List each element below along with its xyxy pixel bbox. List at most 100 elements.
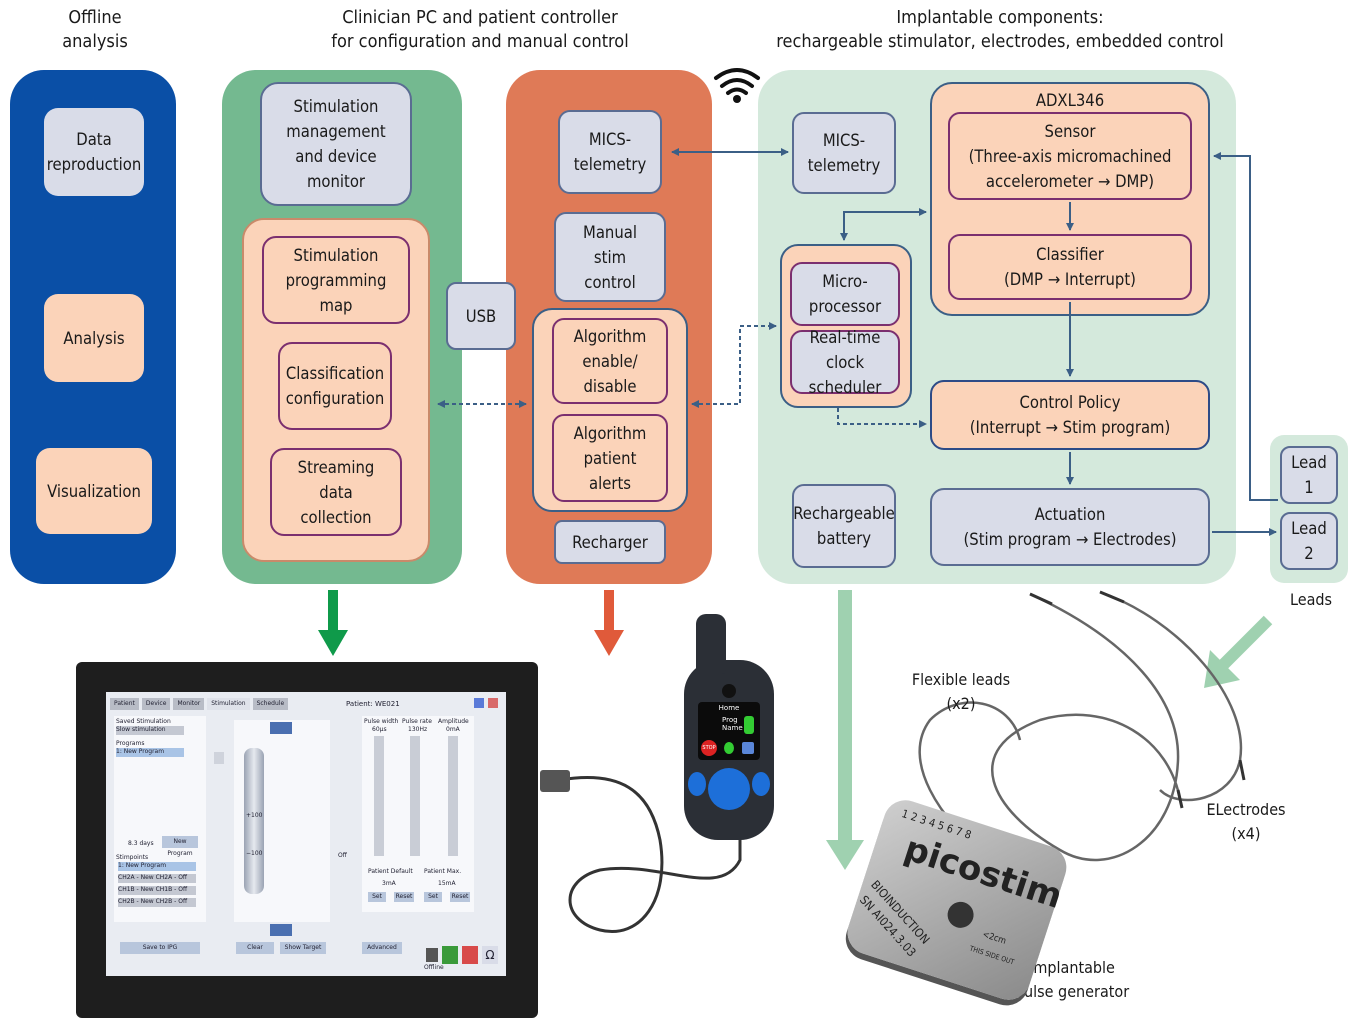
patient-controller: Home Prog Name STOP [684, 614, 774, 840]
ui-omega-icon[interactable]: Ω [482, 946, 498, 964]
box-line: ADXL346 [1035, 91, 1105, 110]
ui-reset-default-button[interactable]: Reset [394, 892, 414, 902]
ui-patient-default-label: Patient Default [368, 868, 413, 875]
ui-maximize-button[interactable] [474, 698, 484, 708]
ui-amplitude-label: Amplitude [438, 718, 469, 725]
box-line: Lead [1291, 519, 1327, 538]
controller-right-button[interactable] [752, 772, 770, 796]
classifier-box: Classifier (DMP → Interrupt) [948, 234, 1192, 300]
rechargeable-battery-box: Rechargeable battery [792, 484, 896, 568]
ui-new-program-item[interactable]: 1: New Program [116, 748, 184, 757]
microprocessor-box: Micro- processor [790, 262, 900, 326]
mics-telemetry-controller-box: MICS- telemetry [558, 110, 662, 194]
label-line: pulse generator [1014, 982, 1130, 1001]
ui-stimpoint-4[interactable]: CH2B - New CH2B - Off [118, 898, 196, 907]
label-line: (x2) [946, 694, 976, 713]
leads-diag-arrow [1204, 615, 1273, 688]
box-line: enable/ [582, 351, 638, 371]
tab-patient[interactable]: Patient [110, 698, 139, 710]
controller-dpad[interactable] [708, 768, 750, 810]
lead2-box: Lead 2 [1280, 512, 1338, 570]
algorithm-alerts-box: Algorithm patient alerts [552, 414, 668, 502]
wifi-icon [714, 68, 760, 103]
stim-programming-map-box: Stimulation programming map [262, 236, 410, 324]
manual-stim-box: Manual stim control [554, 212, 666, 302]
header-implant: Implantable components: rechargeable sti… [770, 6, 1230, 54]
ui-hand-icon[interactable] [462, 946, 478, 964]
ui-stimpoints-label: Stimpoints [116, 854, 149, 861]
ui-slow-stim-item[interactable]: Slow stimulation [116, 726, 184, 735]
ui-advanced-button[interactable]: Advanced [362, 942, 402, 954]
ui-stimpoint-1[interactable]: 1: New Program [118, 862, 196, 871]
ui-stimpoint-3[interactable]: CH1B - New CH1B - Off [118, 886, 196, 895]
box-line: Algorithm [573, 423, 647, 443]
ui-amp-slider[interactable] [448, 736, 458, 856]
header-clinician: Clinician PC and patient controller for … [300, 6, 660, 54]
box-line: (Interrupt → Stim program) [969, 418, 1171, 437]
box-line: 2 [1304, 544, 1314, 563]
box-line: Analysis [63, 328, 125, 348]
clinician-down-arrow [318, 590, 348, 656]
box-line: Data [76, 130, 112, 149]
ui-new-program-button[interactable]: New Program [162, 836, 198, 857]
data-reproduction-box: Data reproduction [44, 108, 144, 196]
ui-pr-slider[interactable] [410, 736, 420, 856]
controller-left-button[interactable] [688, 772, 706, 796]
box-line: Stimulation [293, 245, 379, 265]
box-line: monitor [306, 172, 366, 191]
monitor-screen: Patient Device Monitor Stimulation Sched… [106, 692, 506, 976]
controller-stop-icon[interactable]: STOP [701, 740, 717, 756]
box-line: management [286, 122, 386, 141]
flexible-leads-label: Flexible leads (x2) [906, 668, 1016, 716]
mics-telemetry-implant-box: MICS- telemetry [792, 112, 896, 194]
ui-patient-max-label: Patient Max. [424, 868, 462, 875]
actuation-box: Actuation (Stim program → Electrodes) [930, 488, 1210, 566]
lead-feedback-arrow [1213, 152, 1278, 501]
ui-close-button[interactable] [488, 698, 498, 708]
controller-micro-arrow [691, 322, 777, 408]
tab-schedule[interactable]: Schedule [252, 698, 289, 710]
box-line: Rechargeable [793, 504, 895, 523]
ui-lock-icon[interactable] [214, 752, 224, 764]
controller-top-knob[interactable] [722, 684, 736, 698]
box-line: Stimulation [293, 97, 379, 116]
ui-up-arrow-button[interactable] [270, 722, 292, 734]
ui-reset-max-button[interactable]: Reset [450, 892, 470, 902]
controller-screen: Home Prog Name STOP [698, 702, 760, 760]
ui-save-ipg-button[interactable]: Save to IPG [120, 942, 200, 954]
tab-device[interactable]: Device [141, 698, 171, 710]
ui-green-icon[interactable] [442, 946, 458, 964]
analysis-box: Analysis [44, 294, 144, 382]
tab-monitor[interactable]: Monitor [173, 698, 205, 710]
tab-stimulation[interactable]: Stimulation [207, 698, 250, 710]
device-knob [944, 898, 977, 932]
ipg-label: Implantable pulse generator [1012, 956, 1132, 1004]
ui-pulse-rate-label: Pulse rate [402, 718, 432, 725]
ui-programs-label: Programs [116, 740, 145, 747]
ui-pulse-width-label: Pulse width [364, 718, 399, 725]
ui-amp-value: 0mA [446, 726, 460, 733]
stim-management-box: Stimulation management and device monito… [260, 82, 412, 206]
box-line: Real-time [809, 327, 881, 347]
device-depth: <2cm [981, 929, 1008, 947]
rtc-scheduler-box: Real-time clock scheduler [790, 328, 900, 397]
ui-set-max-button[interactable]: Set [424, 892, 442, 902]
streaming-data-box: Streaming data collection [270, 448, 402, 536]
ui-patient-title: Patient: WE021 [346, 700, 400, 708]
ui-clear-button[interactable]: Clear [236, 942, 274, 954]
ui-stimpoint-2[interactable]: CH2A - New CH2A - Off [118, 874, 196, 883]
header-line: analysis [62, 31, 128, 52]
ui-offline-icon[interactable] [426, 948, 438, 962]
usb-box: USB [446, 282, 516, 350]
ui-set-default-button[interactable]: Set [368, 892, 386, 902]
controller-antenna [696, 614, 726, 674]
ui-show-target-button[interactable]: Show Target [280, 942, 326, 954]
box-line: Algorithm [573, 326, 647, 346]
ui-pw-slider[interactable] [374, 736, 384, 856]
ui-down-arrow-button[interactable] [270, 924, 292, 936]
ui-plus100-label: +100 [246, 812, 263, 819]
header-line: Implantable components: [896, 7, 1104, 28]
electrodes-label: ELectrodes (x4) [1196, 798, 1296, 846]
box-line: map [319, 295, 353, 315]
